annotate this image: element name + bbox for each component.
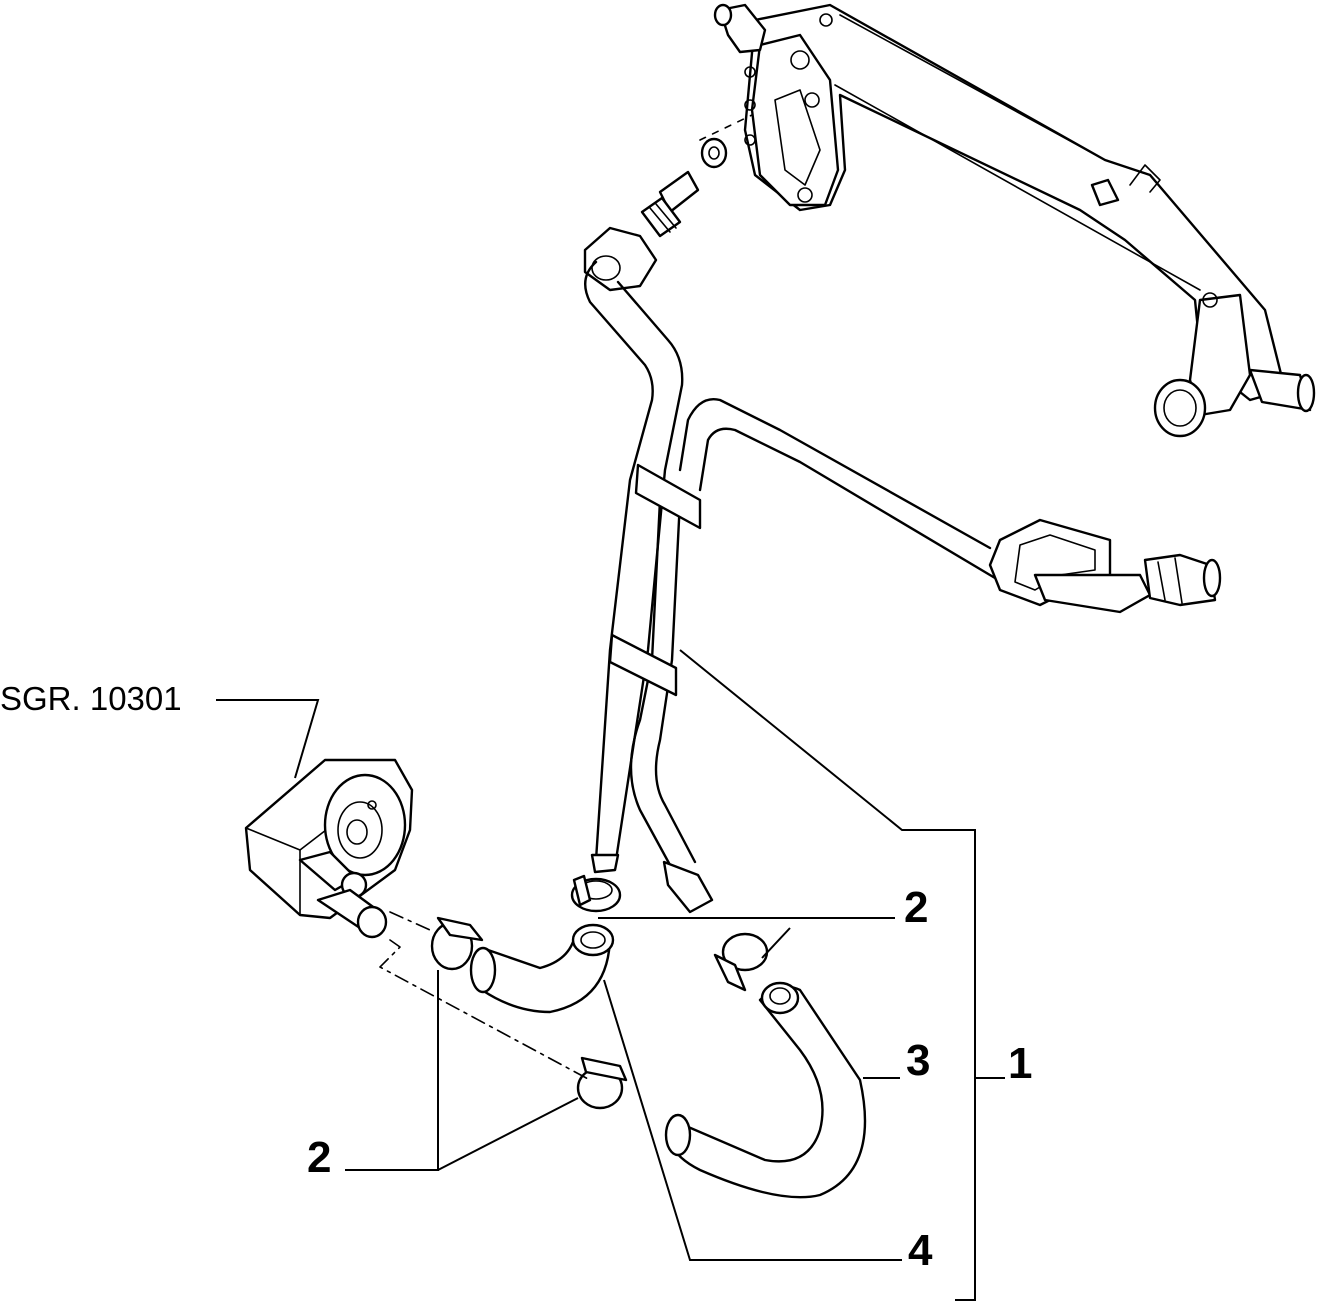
hose-clamp-lower	[576, 1056, 628, 1110]
assembly-axes	[379, 911, 591, 1081]
callout-4: 4	[908, 1226, 933, 1275]
hose-elbow-item-4	[469, 923, 615, 1014]
coolant-manifold	[713, 3, 1316, 438]
oil-cooler	[244, 758, 414, 939]
union-fitting	[583, 114, 753, 292]
callout-1: 1	[1008, 1039, 1032, 1088]
reference-label: SGR. 10301	[0, 680, 182, 717]
hose-ubend-item-3	[664, 981, 867, 1199]
hose-clamp-left	[430, 916, 484, 971]
leader-lines	[216, 649, 1005, 1301]
callout-3: 3	[906, 1036, 930, 1085]
callout-2-top: 2	[904, 883, 928, 932]
quick-connector	[988, 518, 1222, 614]
hose-clamp-right	[713, 932, 769, 992]
callout-2-bottom: 2	[307, 1133, 331, 1182]
hose-clamp-upper	[570, 874, 622, 913]
rigid-pipes	[584, 260, 997, 914]
hose-clamps	[430, 874, 769, 1110]
